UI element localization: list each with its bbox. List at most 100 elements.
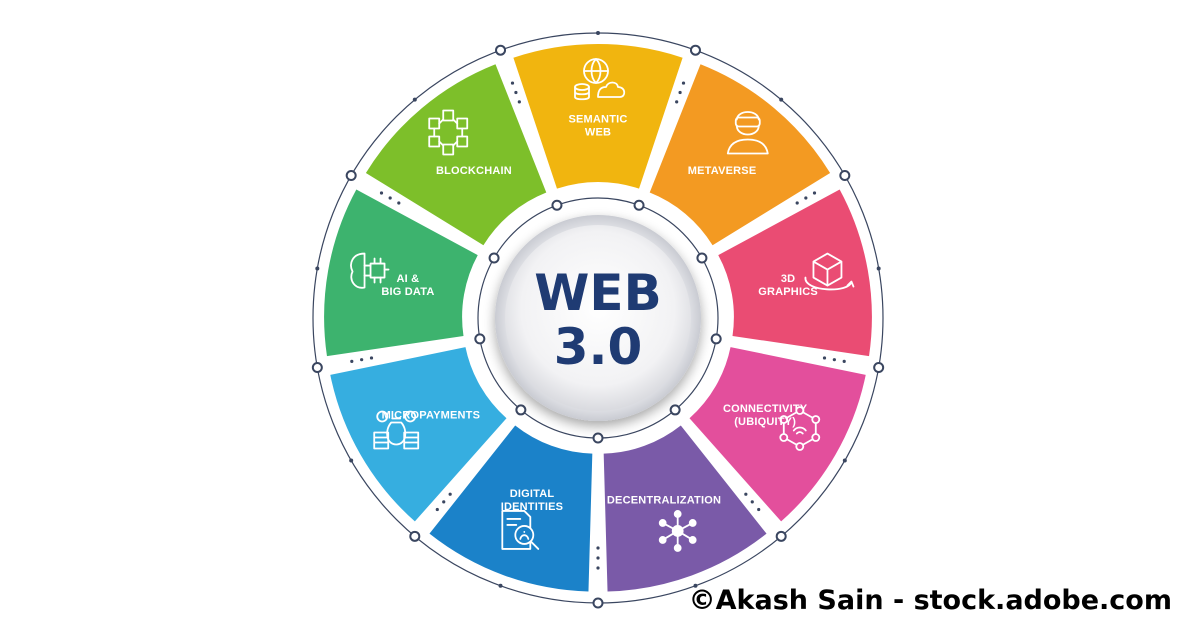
gap-connector-dot xyxy=(596,546,600,550)
inner-ring-node-dot xyxy=(696,252,708,264)
gap-connector-dot xyxy=(397,201,401,205)
ring-node-dot xyxy=(775,530,787,542)
segment-ai-big-data-label: AI &BIG DATA xyxy=(381,273,434,298)
gap-connector-dot xyxy=(795,201,799,205)
ring-node-dot xyxy=(311,361,323,373)
segment-connectivity-label-line: (UBIQUITY) xyxy=(734,416,796,428)
icon-part xyxy=(779,415,789,424)
ring-arrow-mark xyxy=(596,31,600,35)
segment-blockchain-label: BLOCKCHAIN xyxy=(436,165,512,177)
hub-title-line2: 3.0 xyxy=(554,318,643,376)
icon-part xyxy=(673,544,682,552)
gap-connector-dot xyxy=(812,191,817,195)
icon-part xyxy=(658,519,667,527)
icon-part xyxy=(795,406,805,415)
segment-ai-big-data-label-line: BIG DATA xyxy=(381,286,434,298)
segment-semantic-web-wedge xyxy=(513,43,683,189)
gap-connector-dot xyxy=(442,500,446,504)
icon-part xyxy=(369,262,386,279)
segment-decentralization: DECENTRALIZATION xyxy=(603,425,767,592)
gap-connector-dot xyxy=(822,356,827,360)
inner-ring xyxy=(474,197,722,444)
icon-part xyxy=(811,415,821,424)
gap-connector-dot xyxy=(388,196,392,200)
icon-part xyxy=(442,143,455,156)
segment-decentralization-label: DECENTRALIZATION xyxy=(607,494,721,506)
segment-ai-big-data: AI &BIG DATA xyxy=(324,189,478,357)
icon-part xyxy=(688,519,697,527)
watermark-credit: ©Akash Sain - stock.adobe.com xyxy=(688,585,1172,616)
icon-part xyxy=(373,431,420,450)
inner-ring-node-dot xyxy=(474,333,486,345)
icon-part xyxy=(658,536,667,544)
gap-connector-dot xyxy=(517,100,521,104)
ai-brain-circuit-icon xyxy=(350,252,390,289)
icon-part xyxy=(792,426,807,435)
segment-connectivity: CONNECTIVITY(UBIQUITY) xyxy=(689,347,866,522)
gap-connector-dot xyxy=(379,191,384,195)
icon-part xyxy=(795,442,805,451)
gap-connector-dot xyxy=(675,100,679,104)
segment-decentralization-label-line: DECENTRALIZATION xyxy=(607,494,721,506)
icon-part xyxy=(811,433,821,442)
ring-node-dot xyxy=(689,44,701,56)
segment-micropayments: MICROPAYMENTS xyxy=(330,347,507,522)
gap-connector-dot xyxy=(744,492,748,496)
segment-metaverse: METAVERSE xyxy=(649,64,831,246)
segment-metaverse-label-line: METAVERSE xyxy=(688,165,757,177)
inner-ring-node-dot xyxy=(669,404,681,416)
gap-connector-dot xyxy=(804,196,808,200)
gap-connector-dot xyxy=(842,359,846,364)
icon-part xyxy=(386,417,407,446)
icon-part xyxy=(804,276,855,291)
gap-connector-dot xyxy=(757,507,761,512)
gap-connector-dot xyxy=(832,358,836,362)
ring-node-dot xyxy=(873,361,885,373)
icon-part xyxy=(688,536,697,544)
icon-part xyxy=(363,257,390,284)
segment-micropayments-label: MICROPAYMENTS xyxy=(382,410,481,422)
ring-arrow-mark xyxy=(779,97,784,102)
coins-money-bag-icon xyxy=(373,410,420,450)
ring-node-dot xyxy=(592,597,604,609)
icon-part xyxy=(734,116,761,128)
ring-node-dot xyxy=(409,530,421,542)
gap-connector-dot xyxy=(360,358,364,362)
gap-connector-dot xyxy=(510,81,515,85)
gap-connector-dot xyxy=(681,81,686,85)
ring-arrow-mark xyxy=(693,583,698,588)
gap-connector-dot xyxy=(350,359,354,364)
gap-connector-dot xyxy=(596,556,600,560)
decentralized-nodes-icon xyxy=(658,510,697,552)
segment-digital-identities-label-line: DIGITAL xyxy=(510,488,555,500)
segment-metaverse-wedge xyxy=(649,64,831,246)
segment-ai-big-data-wedge xyxy=(324,189,478,357)
icon-part xyxy=(779,433,789,442)
hub-face xyxy=(505,225,691,411)
segment-digital-identities-label-line: IDENTITIES xyxy=(501,501,564,513)
segment-3d-graphics-wedge xyxy=(718,189,872,357)
ring-arrow-mark xyxy=(842,458,847,463)
segment-micropayments-label-line: MICROPAYMENTS xyxy=(382,410,481,422)
icon-part xyxy=(404,410,417,423)
ring-arrow-mark xyxy=(315,266,320,271)
id-document-search-icon xyxy=(501,510,540,550)
inner-ring-node-dot xyxy=(488,252,500,264)
gap-connector-dot xyxy=(369,356,374,360)
icon-part xyxy=(350,252,366,289)
gap-connector-dot xyxy=(448,492,452,496)
segment-decentralization-wedge xyxy=(603,425,767,592)
ring-arrow-mark xyxy=(412,97,417,102)
icon-part xyxy=(442,109,455,122)
segment-semantic-web-label-line: SEMANTIC xyxy=(568,114,627,126)
ring-node-dot xyxy=(839,170,851,181)
segment-connectivity-label: CONNECTIVITY(UBIQUITY) xyxy=(723,403,808,428)
vr-headset-person-icon xyxy=(726,111,769,155)
gap-connector-dot xyxy=(435,507,439,512)
